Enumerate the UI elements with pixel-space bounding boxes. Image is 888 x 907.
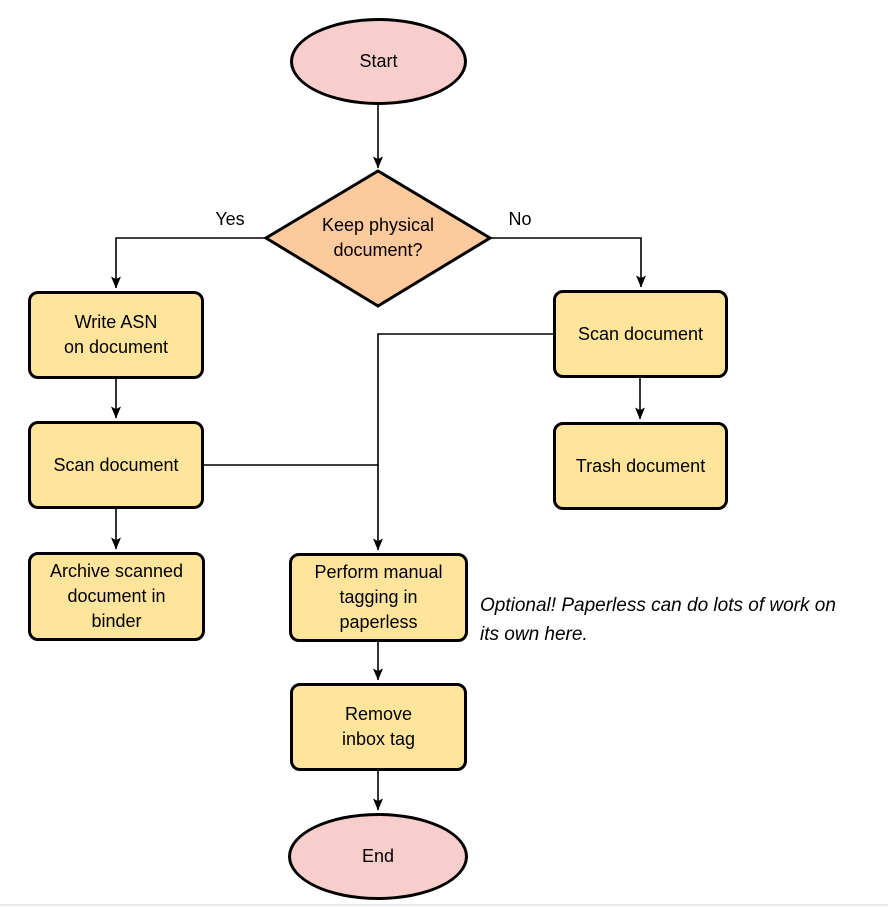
decision-diamond-shape [263,169,493,308]
node-archive-in-binder: Archive scanned document in binder [28,552,205,641]
node-start: Start [290,18,467,105]
edge-decision-yes-to-write-asn [111,237,266,289]
annotation-optional-note: Optional! Paperless can do lots of work … [480,595,836,645]
node-trash-document: Trash document [553,422,728,510]
node-write-asn: Write ASN on document [28,291,204,379]
edge-label-no: No [508,209,532,229]
node-scan-document-left: Scan document [28,421,204,509]
edge-decision-no-to-scan-right [490,237,646,288]
edge-scan-right-to-tagging [373,333,553,551]
node-manual-tagging: Perform manual tagging in paperless [289,553,468,642]
bottom-divider-line [0,904,888,906]
edge-label-yes: Yes [215,209,245,229]
node-end: End [288,813,468,900]
node-decision-label: Keep physical document? [321,215,435,260]
node-remove-inbox-tag: Remove inbox tag [290,683,467,771]
node-scan-document-right: Scan document [553,290,728,378]
